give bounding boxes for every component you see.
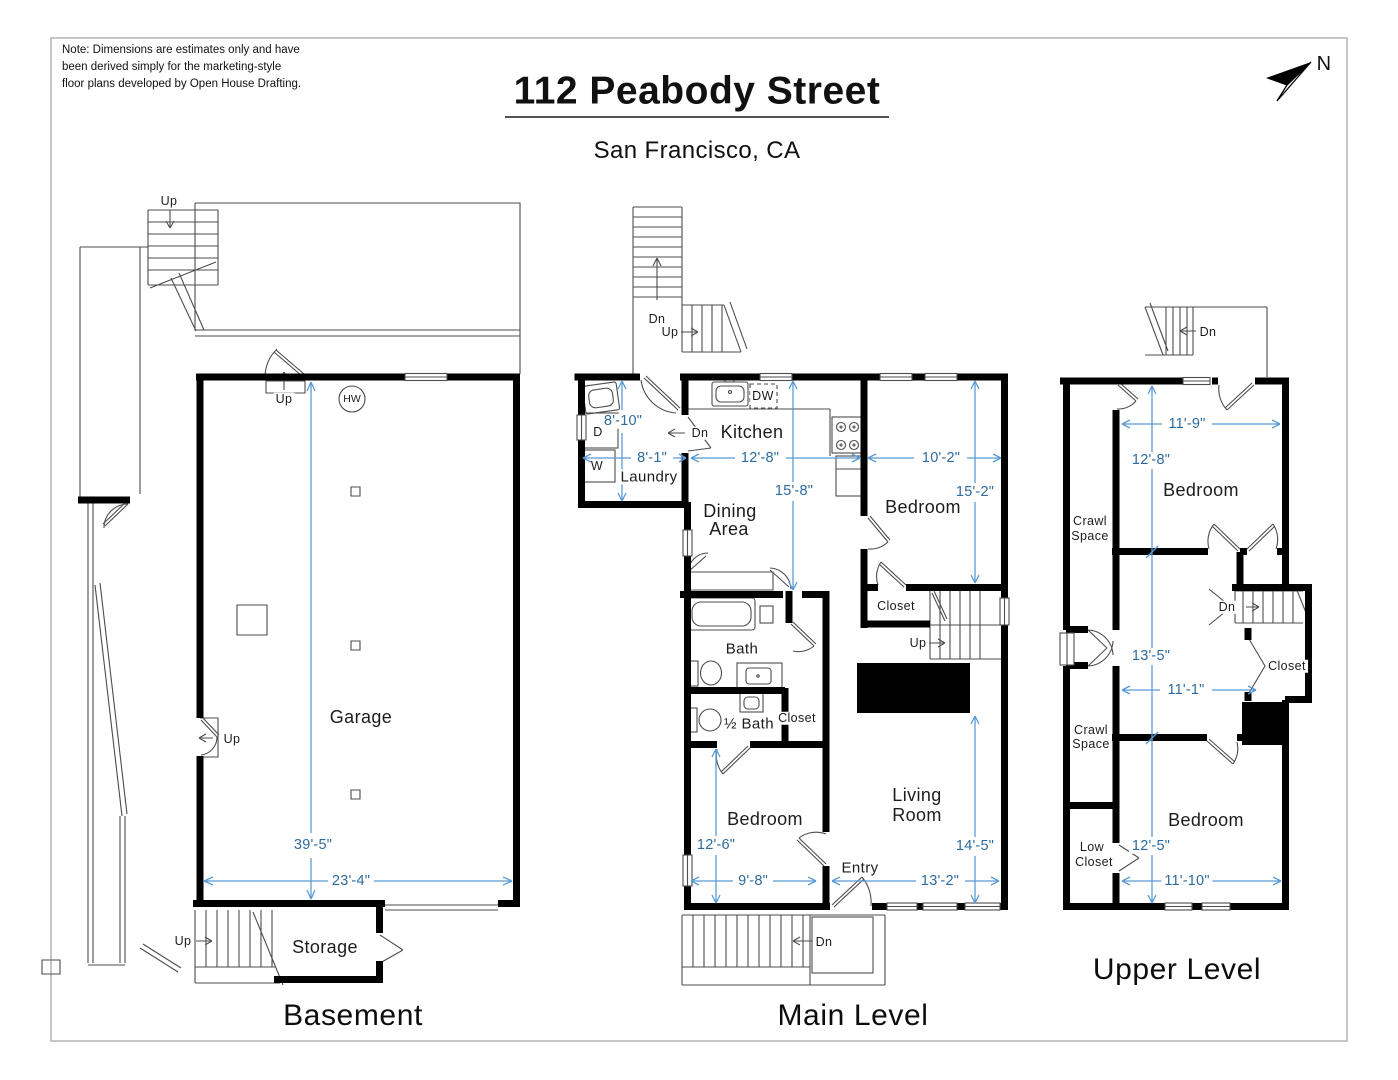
stair-label-dn: Dn xyxy=(813,934,835,949)
stair-label-up: Up xyxy=(158,193,180,208)
dim-hall-depth: 13'-5" xyxy=(1128,649,1174,664)
note-line: floor plans developed by Open House Draf… xyxy=(62,78,302,90)
dim-living-width: 13'-2" xyxy=(917,874,963,889)
stair-label-dn: Dn xyxy=(1197,324,1219,339)
main-level-plan xyxy=(574,206,1010,986)
appliance-label-dryer: D xyxy=(593,424,603,439)
stair-label-up: Up xyxy=(659,324,681,339)
dim-bedroom-rear-width: 10'-2" xyxy=(918,451,964,466)
upper-level-plan xyxy=(1059,302,1312,911)
stair-label-up: Up xyxy=(172,933,194,948)
room-label-bath: Bath xyxy=(723,640,761,658)
dim-dining-depth: 15'-8" xyxy=(771,484,817,499)
basement-plan xyxy=(41,202,521,986)
dim-laundry-width: 8'-1" xyxy=(634,451,670,466)
level-caption-basement: Basement xyxy=(283,999,423,1032)
dim-bedroom-front-width: 9'-8" xyxy=(735,874,771,889)
room-label-closet: Closet xyxy=(776,710,818,725)
page-title: 112 Peabody Street xyxy=(513,69,881,113)
room-label-storage: Storage xyxy=(292,937,358,957)
dim-bedroom-front-depth: 12'-6" xyxy=(693,838,739,853)
dim-bedroom-rear-width: 11'-9" xyxy=(1165,417,1209,432)
dim-bedroom-rear-depth: 15'-2" xyxy=(952,485,998,500)
note-line: been derived simply for the marketing-st… xyxy=(62,61,282,73)
appliance-label-washer: W xyxy=(590,458,604,473)
north-arrow-icon xyxy=(1266,61,1312,102)
dim-living-depth: 14'-5" xyxy=(952,839,998,854)
page-border xyxy=(50,37,1348,1042)
room-label-entry: Entry xyxy=(839,859,881,877)
dim-bedroom-front-depth: 12'-5" xyxy=(1128,839,1174,854)
stair-label-dn: Dn xyxy=(689,425,711,440)
room-label-bedroom: Bedroom xyxy=(885,497,961,517)
stair-label-up: Up xyxy=(273,391,295,406)
water-heater-label: HW xyxy=(343,392,361,405)
page-subtitle: San Francisco, CA xyxy=(593,137,801,164)
room-label-living: Living xyxy=(892,785,942,805)
room-label-crawl-space: Space xyxy=(1071,528,1109,543)
disclaimer-note: Note: Dimensions are estimates only and … xyxy=(62,42,301,93)
room-label-dining: Dining xyxy=(703,501,757,521)
room-label-dining: Area xyxy=(709,519,749,539)
room-label-kitchen: Kitchen xyxy=(720,422,784,442)
room-label-crawl-space: Crawl xyxy=(1074,722,1108,737)
room-label-crawl-space: Crawl xyxy=(1073,513,1107,528)
room-label-garage: Garage xyxy=(329,707,393,727)
dim-laundry-depth: 8'-10" xyxy=(600,414,646,429)
note-line: Note: Dimensions are estimates only and … xyxy=(62,44,300,56)
north-label: N xyxy=(1316,53,1332,75)
stair-label-dn: Dn xyxy=(646,311,668,326)
room-label-half-bath: ½ Bath xyxy=(722,715,776,733)
room-label-low-closet: Low xyxy=(1079,839,1105,854)
dim-kitchen-width: 12'-8" xyxy=(737,451,783,466)
room-label-crawl-space: Space xyxy=(1072,736,1110,751)
dim-hall-width: 11'-1" xyxy=(1164,683,1208,698)
room-label-bedroom: Bedroom xyxy=(1168,810,1244,830)
dim-garage-width: 23'-4" xyxy=(328,874,374,889)
appliance-label-dishwasher: DW xyxy=(750,388,776,403)
room-label-closet: Closet xyxy=(1266,658,1308,673)
dim-garage-depth: 39'-5" xyxy=(290,838,336,853)
room-label-bedroom: Bedroom xyxy=(1163,480,1239,500)
stair-label-up: Up xyxy=(221,731,243,746)
level-caption-upper: Upper Level xyxy=(1092,953,1262,986)
stair-label-up: Up xyxy=(907,635,929,650)
room-label-closet: Closet xyxy=(875,598,917,613)
room-label-living: Room xyxy=(892,805,942,825)
room-label-bedroom: Bedroom xyxy=(727,809,803,829)
dim-bedroom-rear-depth: 12'-8" xyxy=(1128,453,1174,468)
room-label-low-closet: Closet xyxy=(1075,854,1113,869)
level-caption-main: Main Level xyxy=(777,999,929,1032)
dim-bedroom-front-width: 11'-10" xyxy=(1161,874,1213,889)
stair-label-dn: Dn xyxy=(1216,599,1238,614)
room-label-laundry: Laundry xyxy=(618,468,680,486)
